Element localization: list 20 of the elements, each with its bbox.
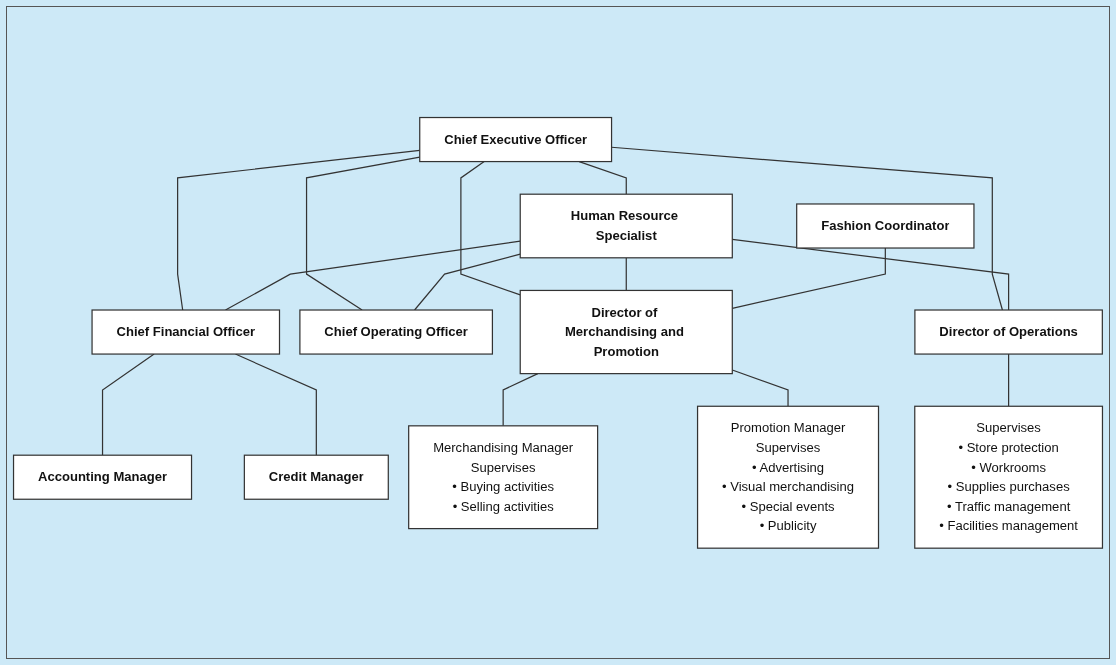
node-box: Director of Merchandising and Promotion (519, 289, 733, 374)
node-box: Accounting Manager (12, 454, 193, 500)
node-box: Promotion Manager Supervises • Advertising • Visual merchandising • Special events • Publicity (696, 405, 880, 549)
node-box: Merchandising Manager Supervises • Buying activities • Selling activities (408, 424, 599, 529)
connector (578, 160, 627, 195)
connector (101, 353, 155, 456)
node-box: Director of Operations (914, 309, 1103, 355)
connector (234, 353, 317, 456)
connector (1008, 353, 1010, 407)
node-box: Chief Financial Officer (91, 309, 281, 355)
connector (413, 253, 521, 311)
connector (731, 369, 789, 407)
node-box: Chief Operating Officer (299, 309, 494, 355)
node-box: Chief Executive Officer (419, 116, 613, 162)
node-box: Credit Manager (243, 454, 389, 500)
connector (625, 256, 627, 291)
node-box: Fashion Coordinator (796, 203, 975, 249)
node-box: Supervises • Store protection • Workrooms • Supplies purchases • Traffic management • Facilities management (914, 405, 1104, 549)
connector (460, 160, 521, 296)
node-box: Human Resource Specialist (519, 193, 733, 259)
